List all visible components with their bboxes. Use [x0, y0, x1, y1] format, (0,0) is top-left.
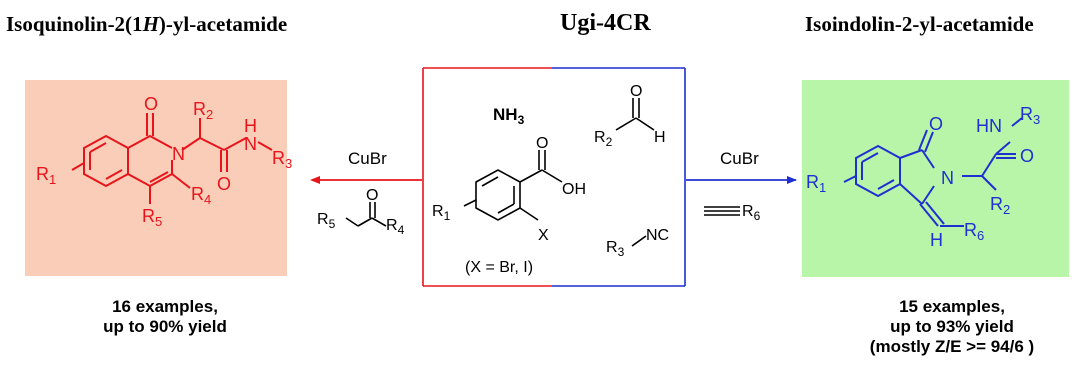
right-ring-n: N [941, 168, 954, 188]
ketone-o: O [366, 187, 378, 204]
acid-halogen-x: X [538, 227, 549, 244]
right-r2-sub: 2 [1003, 202, 1010, 217]
svg-text:R5: R5 [317, 211, 336, 231]
aldehyde-r2-sub: 2 [606, 135, 613, 149]
isonitrile-r3-sub: 3 [618, 245, 625, 259]
right-vinyl-h: H [930, 230, 943, 250]
left-r5-sub: 5 [155, 214, 162, 229]
svg-text:R6: R6 [742, 203, 761, 223]
ketone-r5: R [317, 211, 329, 228]
right-product-class-title: Isoindolin-2-yl-acetamide [805, 12, 1034, 36]
right-amide-hn: HN [976, 116, 1002, 136]
alkyne-r6-sub: 6 [754, 209, 761, 223]
isonitrile-bond [631, 235, 647, 247]
right-r1: R [806, 172, 819, 192]
right-product-panel [802, 80, 1069, 277]
svg-text:R3: R3 [1020, 104, 1040, 127]
left-amide-o: O [217, 174, 231, 194]
left-r1: R [36, 164, 49, 184]
alkyne-structure [704, 206, 740, 216]
right-amide-o: O [1020, 146, 1034, 166]
svg-text:R4: R4 [191, 184, 211, 207]
left-product-structure [71, 113, 273, 204]
isonitrile-r3: R [606, 239, 618, 256]
left-r4: R [191, 184, 204, 204]
right-summary-yield: up to 93% yield [890, 317, 1014, 336]
left-title-italic: H [142, 12, 159, 36]
right-product-structure [843, 117, 1023, 227]
left-r2: R [193, 99, 206, 119]
acid-r1: R [432, 203, 444, 220]
ketone-structure [345, 202, 387, 227]
aldehyde-structure [615, 98, 655, 131]
aldehyde-o: O [630, 83, 642, 100]
aldehyde-h: H [654, 129, 666, 146]
left-product-class-title: Isoquinolin-2(1H)-yl-acetamide [6, 12, 287, 37]
left-title-main: Isoquinolin-2(1 [6, 12, 143, 36]
acid-oh: OH [562, 181, 586, 198]
acid-r1-sub: 1 [444, 209, 451, 223]
right-summary: 15 examples, up to 93% yield (mostly Z/E… [832, 297, 1072, 357]
alkyne-r6: R [742, 203, 754, 220]
left-r2-sub: 2 [206, 107, 213, 122]
left-arrow-reagent: CuBr [348, 149, 387, 168]
right-r2: R [990, 194, 1003, 214]
benzoic-acid-structure [463, 150, 563, 221]
left-r5: R [142, 206, 155, 226]
left-amide-h: H [244, 116, 257, 136]
ketone-r5-sub: 5 [329, 217, 336, 231]
svg-text:R1: R1 [806, 172, 826, 195]
ketone-r4-sub: 4 [398, 223, 405, 237]
right-summary-examples: 15 examples, [899, 297, 1005, 316]
svg-text:R5: R5 [142, 206, 162, 229]
halogen-note: (X = Br, I) [465, 259, 533, 276]
ketone-r4: R [386, 217, 398, 234]
svg-text:R2: R2 [594, 129, 613, 149]
left-amide-n: N [244, 134, 257, 154]
left-r4-sub: 4 [204, 192, 211, 207]
right-r6-sub: 6 [977, 228, 984, 243]
right-r3: R [1020, 104, 1033, 124]
left-r3-sub: 3 [285, 156, 292, 171]
amine-nh3-sub: 3 [518, 113, 525, 127]
left-title-tail: )-yl-acetamide [158, 12, 288, 36]
left-summary-examples: 16 examples, [112, 297, 218, 316]
reaction-title: Ugi-4CR [560, 10, 651, 36]
right-summary-selectivity: (mostly Z/E >= 94/6 ) [869, 337, 1035, 356]
amine-nh3: NH [493, 105, 518, 124]
svg-text:R4: R4 [386, 217, 405, 237]
left-arrow-head [310, 176, 320, 184]
acid-carbonyl-o: O [536, 135, 548, 152]
right-r1-sub: 1 [819, 180, 826, 195]
svg-text:R1: R1 [36, 164, 56, 187]
aldehyde-r2: R [594, 129, 606, 146]
isonitrile-nc: NC [646, 227, 669, 244]
left-product-labels: O N R2 H N R3 O R4 R5 R1 [36, 94, 292, 229]
right-r6: R [964, 220, 977, 240]
right-arrow-reagent: CuBr [720, 149, 759, 168]
svg-text:NH3: NH3 [493, 105, 525, 127]
right-carbonyl-o: O [929, 114, 943, 134]
svg-text:R2: R2 [193, 99, 213, 122]
left-summary-yield: up to 90% yield [103, 317, 227, 336]
right-product-labels: O N HN R3 O R2 R6 H R1 [806, 104, 1040, 250]
left-summary: 16 examples, up to 90% yield [70, 297, 260, 337]
svg-text:R3: R3 [272, 148, 292, 171]
svg-text:R1: R1 [432, 203, 451, 223]
right-r3-sub: 3 [1033, 112, 1040, 127]
center-reactant-box [422, 67, 686, 287]
left-ring-n: N [172, 144, 185, 164]
svg-text:R3: R3 [606, 239, 625, 259]
left-r1-sub: 1 [49, 172, 56, 187]
left-carbonyl-o: O [144, 94, 158, 114]
svg-text:R6: R6 [964, 220, 984, 243]
left-r3: R [272, 148, 285, 168]
svg-text:R2: R2 [990, 194, 1010, 217]
